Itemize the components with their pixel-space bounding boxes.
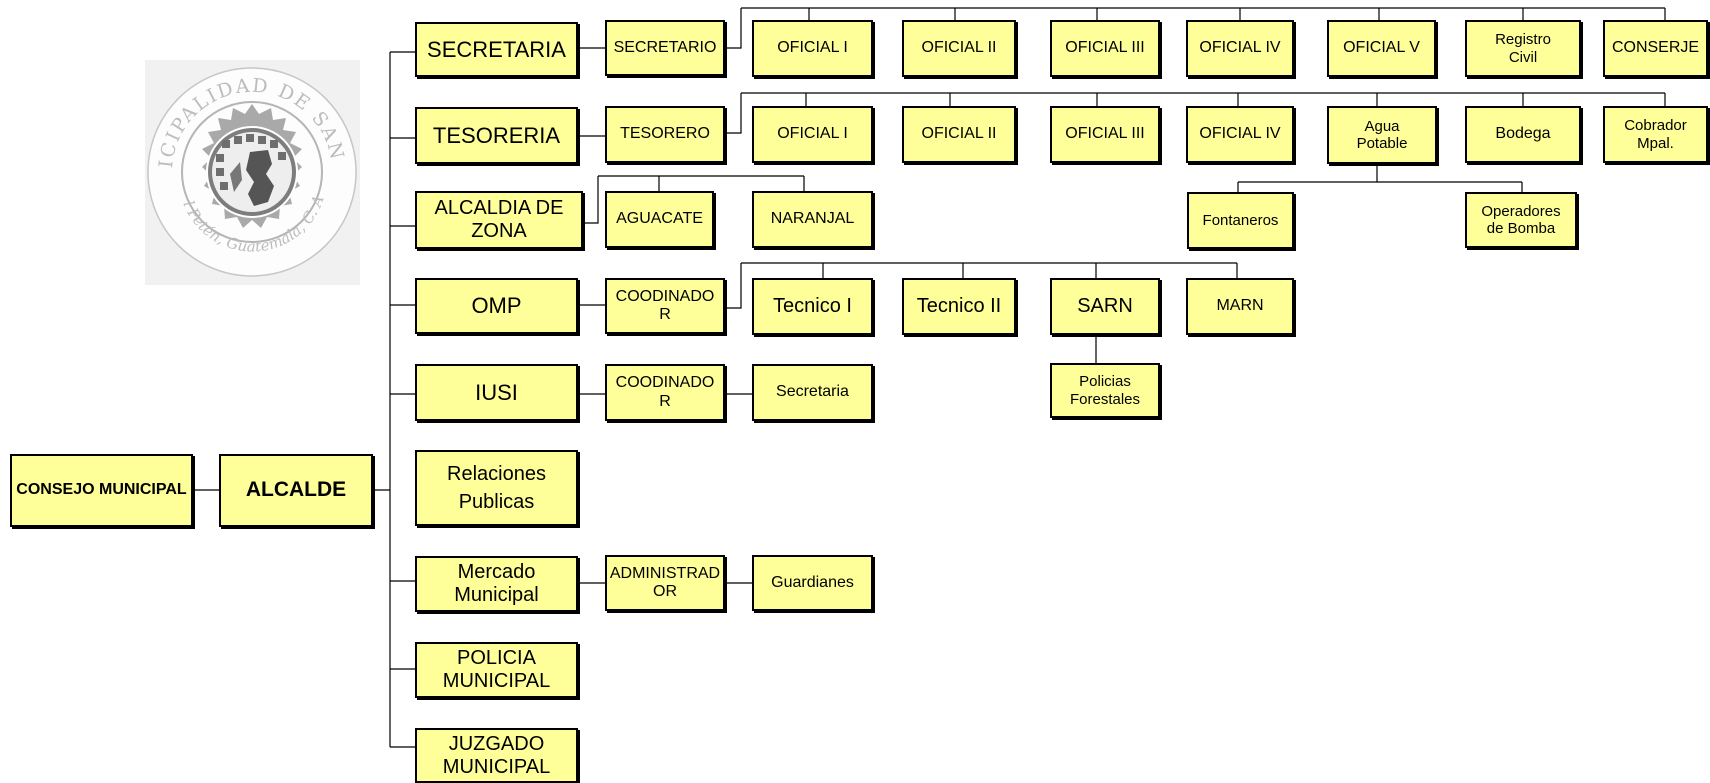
tes-oficial-4-label: OFICIAL IV [1199, 125, 1281, 143]
sec-oficial-2-box: OFICIAL II [902, 20, 1016, 77]
juzgado-municipal-box: JUZGADO MUNICIPAL [415, 728, 578, 783]
tes-oficial-2-label: OFICIAL II [921, 125, 997, 143]
conserje-label: CONSERJE [1611, 39, 1700, 57]
tesoreria-label: TESORERIA [432, 122, 561, 148]
policia-municipal-box: POLICIA MUNICIPAL [415, 642, 578, 698]
sec-oficial-4-label: OFICIAL IV [1199, 39, 1281, 57]
bodega-box: Bodega [1465, 106, 1581, 163]
policia-municipal-label: POLICIA MUNICIPAL [442, 647, 551, 692]
registro-civil-box: Registro Civil [1465, 20, 1581, 77]
fontaneros-box: Fontaneros [1187, 192, 1294, 249]
administrador-box: ADMINISTRADOR [605, 555, 725, 611]
aguacate-box: AGUACATE [605, 191, 714, 248]
juzgado-municipal-label: JUZGADO MUNICIPAL [442, 732, 551, 778]
operadores-box: Operadores de Bomba [1465, 192, 1577, 248]
conserje-box: CONSERJE [1603, 20, 1708, 77]
consejo-municipal-box: CONSEJO MUNICIPAL [10, 454, 193, 527]
fontaneros-label: Fontaneros [1202, 211, 1279, 229]
sec-oficial-5-box: OFICIAL V [1327, 20, 1436, 77]
iusi-box: IUSI [415, 364, 578, 421]
sec-oficial-3-label: OFICIAL III [1065, 39, 1145, 57]
omp-box: OMP [415, 278, 578, 334]
sec-oficial-4-box: OFICIAL IV [1186, 20, 1294, 77]
municipal-seal: MUNICIPALIDAD DE SAN LUIS El Petén, Guat… [145, 60, 360, 285]
relaciones-publicas-label: Relaciones Publicas [447, 463, 546, 513]
relaciones-publicas-box: Relaciones Publicas [415, 450, 578, 526]
secretario-label: SECRETARIO [613, 38, 717, 56]
tecnico-1-label: Tecnico I [773, 295, 852, 317]
marn-label: MARN [1216, 297, 1264, 315]
bodega-label: Bodega [1495, 125, 1551, 143]
sec-oficial-2-label: OFICIAL II [921, 39, 997, 57]
secretaria-iusi-label: Secretaria [776, 383, 849, 401]
coordinador-omp-label: COODINADOR [615, 287, 715, 323]
sec-oficial-5-label: OFICIAL V [1343, 39, 1420, 57]
omp-label: OMP [471, 293, 522, 319]
sarn-label: SARN [1077, 295, 1133, 317]
marn-box: MARN [1186, 278, 1294, 335]
tes-oficial-1-box: OFICIAL I [752, 106, 873, 163]
tesorero-box: TESORERO [605, 106, 725, 163]
tecnico-2-label: Tecnico II [916, 295, 1002, 317]
administrador-label: ADMINISTRADOR [609, 564, 721, 600]
tes-oficial-3-label: OFICIAL III [1065, 125, 1145, 143]
coordinador-iusi-box: COODINADOR [605, 364, 725, 421]
agua-potable-label: Agua Potable [1356, 117, 1408, 152]
aguacate-label: AGUACATE [616, 210, 703, 228]
tesorero-label: TESORERO [620, 125, 710, 143]
policias-forestales-label: Policias Forestales [1069, 373, 1141, 408]
alcalde-box: ALCALDE [219, 454, 373, 527]
sec-oficial-1-label: OFICIAL I [777, 39, 848, 57]
alcaldia-de-zona-box: ALCALDIA DE ZONA [415, 191, 583, 249]
mercado-municipal-label: Mercado Municipal [454, 561, 539, 606]
coordinador-iusi-label: COODINADOR [615, 374, 715, 410]
cobrador-label: Cobrador Mpal. [1624, 117, 1687, 152]
registro-civil-label: Registro Civil [1495, 31, 1551, 66]
cobrador-box: Cobrador Mpal. [1603, 106, 1708, 163]
operadores-label: Operadores de Bomba [1481, 202, 1561, 237]
tes-oficial-4-box: OFICIAL IV [1186, 106, 1294, 163]
sec-oficial-3-box: OFICIAL III [1050, 20, 1160, 77]
agua-potable-box: Agua Potable [1327, 106, 1437, 164]
sec-oficial-1-box: OFICIAL I [752, 20, 873, 77]
consejo-municipal-label: CONSEJO MUNICIPAL [16, 481, 187, 499]
sarn-box: SARN [1050, 278, 1160, 335]
secretaria-box: SECRETARIA [415, 22, 578, 77]
tes-oficial-1-label: OFICIAL I [777, 125, 848, 143]
secretaria-label: SECRETARIA [427, 36, 566, 62]
tesoreria-box: TESORERIA [415, 107, 578, 164]
secretaria-iusi-box: Secretaria [752, 364, 873, 421]
tes-oficial-2-box: OFICIAL II [902, 106, 1016, 163]
alcaldia-de-zona-label: ALCALDIA DE ZONA [434, 197, 564, 242]
iusi-label: IUSI [475, 379, 518, 405]
guardianes-label: Guardianes [771, 573, 854, 591]
policias-forestales-box: Policias Forestales [1050, 363, 1160, 418]
naranjal-label: NARANJAL [770, 210, 855, 228]
tecnico-2-box: Tecnico II [902, 278, 1016, 335]
guardianes-box: Guardianes [752, 555, 873, 611]
alcalde-label: ALCALDE [245, 478, 347, 502]
coordinador-omp-box: COODINADOR [605, 278, 725, 334]
mercado-municipal-box: Mercado Municipal [415, 556, 578, 612]
tecnico-1-box: Tecnico I [752, 278, 873, 335]
tes-oficial-3-box: OFICIAL III [1050, 106, 1160, 163]
secretario-box: SECRETARIO [605, 20, 725, 76]
naranjal-box: NARANJAL [752, 191, 873, 248]
